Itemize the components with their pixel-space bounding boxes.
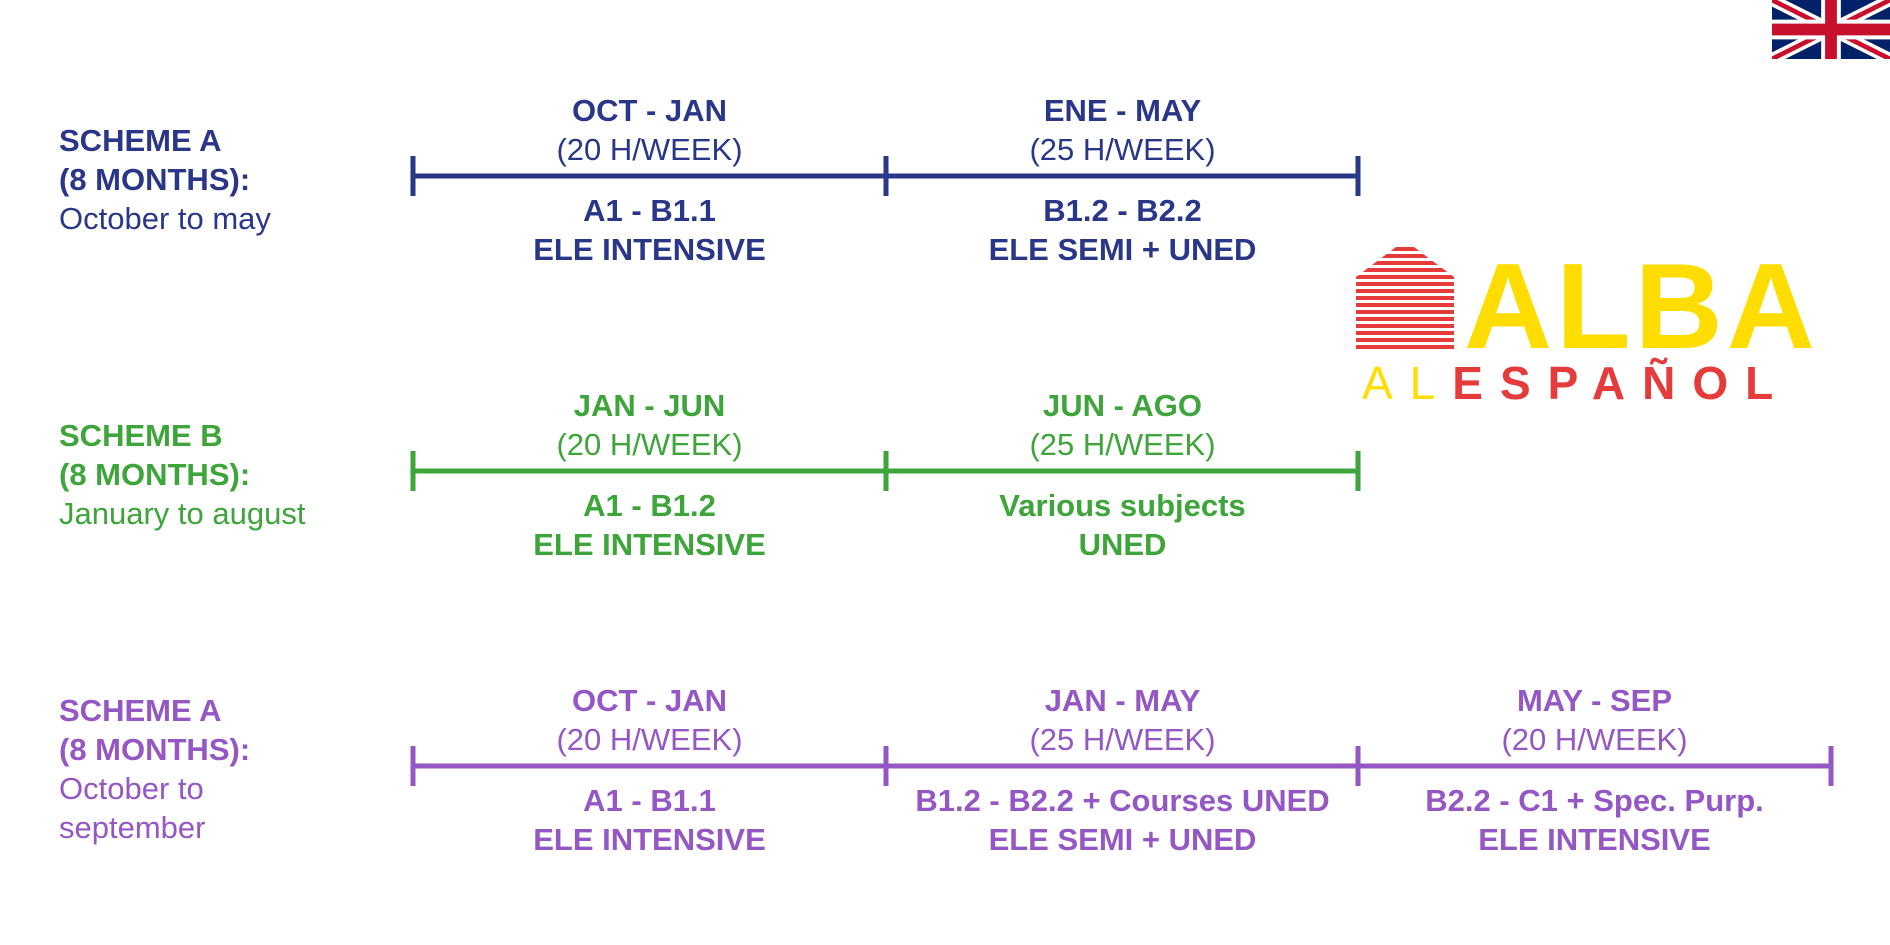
period-course: UNED (1078, 527, 1167, 562)
scheme-b-jan-aug: SCHEME B (8 MONTHS): January to august J… (0, 386, 1890, 606)
period-hours: (25 H/WEEK) (1029, 132, 1216, 167)
period-level: A1 - B1.1 (583, 783, 716, 818)
scheme-name: SCHEME A (59, 123, 222, 158)
period-details: B1.2 - B2.2 ELE SEMI + UNED (886, 191, 1359, 269)
union-jack-flag-icon[interactable] (1769, 0, 1890, 65)
period-hours: (25 H/WEEK) (1029, 722, 1216, 757)
period-level: A1 - B1.2 (583, 488, 716, 523)
period-months: JUN - AGO (1042, 388, 1203, 423)
period-hours: (20 H/WEEK) (1501, 722, 1688, 757)
scheme-label: SCHEME A (8 MONTHS): October to may (59, 121, 389, 238)
scheme-duration: (8 MONTHS): (59, 732, 251, 767)
scheme-duration: (8 MONTHS): (59, 162, 251, 197)
logo-subtitle-main: ESPAÑOL (1452, 357, 1791, 409)
period-months: JAN - JUN (573, 388, 726, 423)
scheme-a-oct-sep: SCHEME A (8 MONTHS): October to septembe… (0, 681, 1890, 901)
period-hours: (25 H/WEEK) (1029, 427, 1216, 462)
scheme-name: SCHEME A (59, 693, 222, 728)
scheme-range: October to may (59, 201, 271, 236)
timeline (410, 451, 1361, 491)
period-course: ELE SEMI + UNED (988, 232, 1257, 267)
period-header: MAY - SEP (20 H/WEEK) (1358, 681, 1831, 759)
logo-subtitle: ALESPAÑOL (1362, 355, 1790, 411)
period-months: ENE - MAY (1043, 93, 1202, 128)
scheme-label: SCHEME B (8 MONTHS): January to august (59, 416, 389, 533)
period-level: B1.2 - B2.2 (1043, 193, 1202, 228)
period-course: ELE INTENSIVE (533, 232, 766, 267)
period-level: B1.2 - B2.2 + Courses UNED (915, 783, 1330, 818)
period-details: B2.2 - C1 + Spec. Purp. ELE INTENSIVE (1358, 781, 1831, 859)
period-months: OCT - JAN (572, 93, 727, 128)
period-header: JUN - AGO (25 H/WEEK) (886, 386, 1359, 464)
period-months: JAN - MAY (1044, 683, 1201, 718)
period-header: ENE - MAY (25 H/WEEK) (886, 91, 1359, 169)
scheme-label: SCHEME A (8 MONTHS): October to septembe… (59, 691, 389, 847)
period-course: ELE INTENSIVE (533, 822, 766, 857)
period-months: MAY - SEP (1516, 683, 1673, 718)
period-course: ELE SEMI + UNED (988, 822, 1257, 857)
period-details: A1 - B1.2 ELE INTENSIVE (413, 486, 886, 564)
period-level: B2.2 - C1 + Spec. Purp. (1425, 783, 1764, 818)
period-level: Various subjects (999, 488, 1246, 523)
period-hours: (20 H/WEEK) (556, 722, 743, 757)
period-header: OCT - JAN (20 H/WEEK) (413, 91, 886, 169)
period-months: OCT - JAN (572, 683, 727, 718)
period-course: ELE INTENSIVE (533, 527, 766, 562)
alba-al-espanol-logo: ALBA ALESPAÑOL (1356, 238, 1836, 409)
period-header: OCT - JAN (20 H/WEEK) (413, 681, 886, 759)
scheme-duration: (8 MONTHS): (59, 457, 251, 492)
timeline (410, 156, 1361, 196)
period-header: JAN - JUN (20 H/WEEK) (413, 386, 886, 464)
period-details: A1 - B1.1 ELE INTENSIVE (413, 781, 886, 859)
period-hours: (20 H/WEEK) (556, 427, 743, 462)
scheme-name: SCHEME B (59, 418, 223, 453)
period-level: A1 - B1.1 (583, 193, 716, 228)
scheme-range: January to august (59, 496, 306, 531)
scheme-range: October to (59, 771, 204, 806)
logo-wordmark: ALBA (1464, 238, 1819, 374)
period-header: JAN - MAY (25 H/WEEK) (886, 681, 1359, 759)
period-details: B1.2 - B2.2 + Courses UNED ELE SEMI + UN… (876, 781, 1369, 859)
striped-building-logo-icon (1356, 247, 1454, 349)
period-details: A1 - B1.1 ELE INTENSIVE (413, 191, 886, 269)
scheme-a-oct-may: SCHEME A (8 MONTHS): October to may OCT … (0, 91, 1890, 311)
timeline (410, 746, 1834, 786)
period-hours: (20 H/WEEK) (556, 132, 743, 167)
logo-subtitle-prefix: AL (1362, 357, 1453, 409)
scheme-range: september (59, 810, 206, 845)
period-course: ELE INTENSIVE (1478, 822, 1711, 857)
period-details: Various subjects UNED (886, 486, 1359, 564)
